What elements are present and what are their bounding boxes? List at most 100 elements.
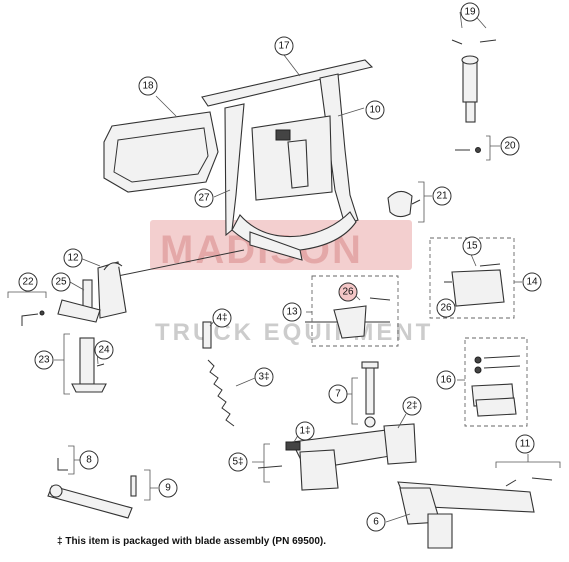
callout-label: 9: [165, 483, 171, 494]
pin-shaft: [465, 101, 476, 123]
callout: 13: [282, 302, 302, 322]
callout: 5‡: [228, 452, 248, 472]
pin-sleeve-top: [461, 55, 479, 65]
springs: [202, 321, 235, 427]
bracket-group-7: [346, 377, 358, 425]
bar-13: [305, 297, 391, 339]
bracket-21-bolt: [411, 199, 421, 205]
shroud-body: [103, 111, 219, 193]
leader-25: [69, 281, 85, 291]
leader-6: [385, 513, 411, 523]
callout-label: 11: [520, 439, 531, 450]
callout-label: 1‡: [299, 426, 310, 437]
jack-stand-foot: [71, 383, 107, 393]
pin-assembly: [451, 39, 497, 153]
callout-label: 23: [38, 355, 50, 366]
leader-2: [397, 413, 407, 429]
watermark-line2: TRUCK EQUIPMENT: [155, 319, 433, 346]
callout-label: 13: [286, 307, 298, 318]
spring-3-coil: [207, 359, 235, 427]
pin-clip-left: [451, 39, 463, 45]
callout-label: 2‡: [406, 401, 417, 412]
nut-20: [475, 147, 481, 153]
callout: 18: [138, 76, 158, 96]
callout: 14: [522, 272, 542, 292]
box-16: [464, 337, 528, 427]
a-frame: [397, 477, 553, 549]
callout: 2‡: [402, 396, 422, 416]
callout-label: 3‡: [258, 372, 269, 383]
box-13: [311, 275, 399, 347]
callout-label: 12: [67, 253, 79, 264]
bracket-group-8: [68, 445, 80, 475]
bolt-7-head: [361, 361, 379, 369]
bracket-1: [285, 441, 301, 451]
leader-3: [235, 377, 256, 387]
pin-26-top: [369, 297, 391, 301]
callout-label: 6: [373, 517, 379, 528]
hardware-16: [471, 355, 521, 417]
hw16-nut-2: [474, 366, 482, 374]
callout: 26: [436, 298, 456, 318]
callout: 6: [366, 512, 386, 532]
callout-label: 27: [198, 193, 210, 204]
callout: 25: [51, 272, 71, 292]
bracket-group-23: [54, 333, 70, 395]
bracket-group-5: [252, 443, 270, 483]
leader-17: [283, 54, 301, 77]
plow-frame: [201, 59, 374, 261]
callout: 12: [63, 248, 83, 268]
bracket-21-body: [387, 190, 413, 218]
frame-right-upright: [319, 73, 359, 226]
callout-label: 14: [526, 277, 538, 288]
callout-label: 15: [466, 241, 478, 252]
spring-4: [202, 321, 212, 349]
pin-22-clip: [39, 310, 45, 316]
hw16-bolt-1: [483, 355, 521, 359]
bracket-group-20: [486, 135, 500, 161]
bracket-group-9: [144, 469, 158, 501]
callout: 4‡: [212, 308, 232, 328]
leader-10: [337, 107, 365, 117]
cylinder-end: [49, 484, 63, 498]
callout-label: 10: [369, 105, 381, 116]
callout-label: 8: [86, 455, 92, 466]
callout-label: 5‡: [232, 457, 243, 468]
bracket-group-11: [495, 454, 561, 468]
lift-arm: [57, 249, 245, 323]
cylinder-body: [47, 485, 133, 519]
callout: 15: [462, 236, 482, 256]
callout-label: 4‡: [216, 313, 227, 324]
pin-sleeve: [462, 59, 478, 103]
frame-bracket: [287, 139, 309, 189]
callout-label: 16: [440, 375, 452, 386]
frame-top-bar: [201, 59, 374, 107]
pin-9: [130, 475, 137, 497]
jack-stand: [71, 337, 107, 393]
a-frame-pin-b: [531, 477, 553, 481]
pin-22-shape: [21, 313, 39, 326]
callout: 22: [18, 272, 38, 292]
leader-12: [79, 257, 101, 267]
bolt-7-shaft: [365, 365, 375, 415]
mount-14-plate: [451, 269, 505, 307]
callout-label: 19: [464, 7, 476, 18]
long-rod: [107, 249, 245, 279]
hw16-bolt-2: [483, 365, 521, 369]
jack-stand-pin-24: [96, 363, 105, 367]
callout: 3‡: [254, 367, 274, 387]
bar-13-bracket: [333, 305, 367, 339]
hw16-nut-1: [474, 356, 482, 364]
a-frame-block: [427, 513, 453, 549]
callout-label: 21: [436, 191, 448, 202]
mount-14-pin: [479, 263, 501, 267]
callout: 17: [274, 36, 294, 56]
bracket-group-21: [418, 181, 432, 223]
lift-arm-hook: [103, 262, 123, 271]
jack-stand-tube: [79, 337, 95, 385]
callout: 23: [34, 350, 54, 370]
bolt-7-nut: [364, 416, 376, 428]
callout: 8: [79, 450, 99, 470]
callout-highlighted: 26: [338, 282, 358, 302]
